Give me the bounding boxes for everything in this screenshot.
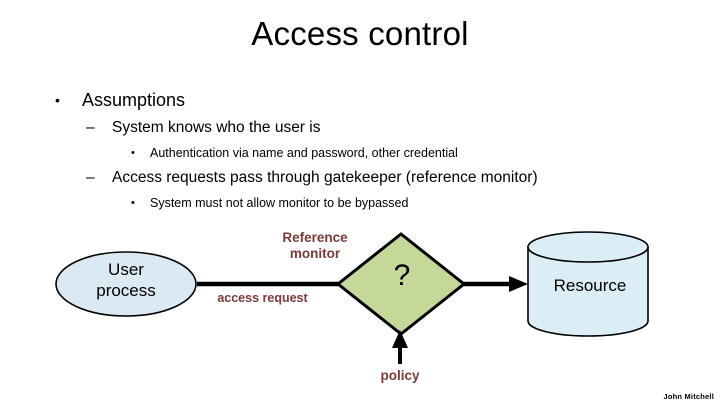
- bullet-item-authentication: • Authentication via name and password, …: [0, 143, 720, 163]
- author-credit: John Mitchell: [663, 392, 714, 401]
- policy-arrow: [392, 330, 408, 364]
- user-process-ellipse: [55, 251, 197, 317]
- reference-monitor-diamond: [335, 232, 467, 336]
- bullet-marker-dash: –: [86, 169, 95, 186]
- bullet-text: Access requests pass through gatekeeper …: [112, 169, 538, 186]
- bullet-item-system-knows-user: – System knows who the user is: [0, 117, 720, 139]
- bullet-text: Assumptions: [82, 90, 186, 110]
- bullet-marker-dot: •: [55, 92, 60, 108]
- bullet-text: System must not allow monitor to be bypa…: [150, 196, 409, 210]
- bullet-marker-dot: •: [131, 147, 135, 159]
- page-title: Access control: [251, 15, 469, 52]
- resource-arrow: [464, 276, 528, 292]
- bullet-item-assumptions: • Assumptions: [0, 88, 720, 112]
- diagram-svg: [55, 231, 649, 364]
- bullet-item-access-requests: – Access requests pass through gatekeepe…: [0, 167, 720, 189]
- bullet-text: System knows who the user is: [112, 119, 321, 136]
- resource-cylinder: [527, 231, 649, 337]
- bullet-marker-dot: •: [131, 197, 135, 209]
- access-control-diagram: User process ? Resource Reference monito…: [0, 222, 720, 405]
- bullet-marker-dash: –: [86, 119, 95, 136]
- bullet-list: • Assumptions – System knows who the use…: [0, 88, 720, 213]
- bullet-text: Authentication via name and password, ot…: [150, 146, 458, 160]
- bullet-item-no-bypass: • System must not allow monitor to be by…: [0, 193, 720, 213]
